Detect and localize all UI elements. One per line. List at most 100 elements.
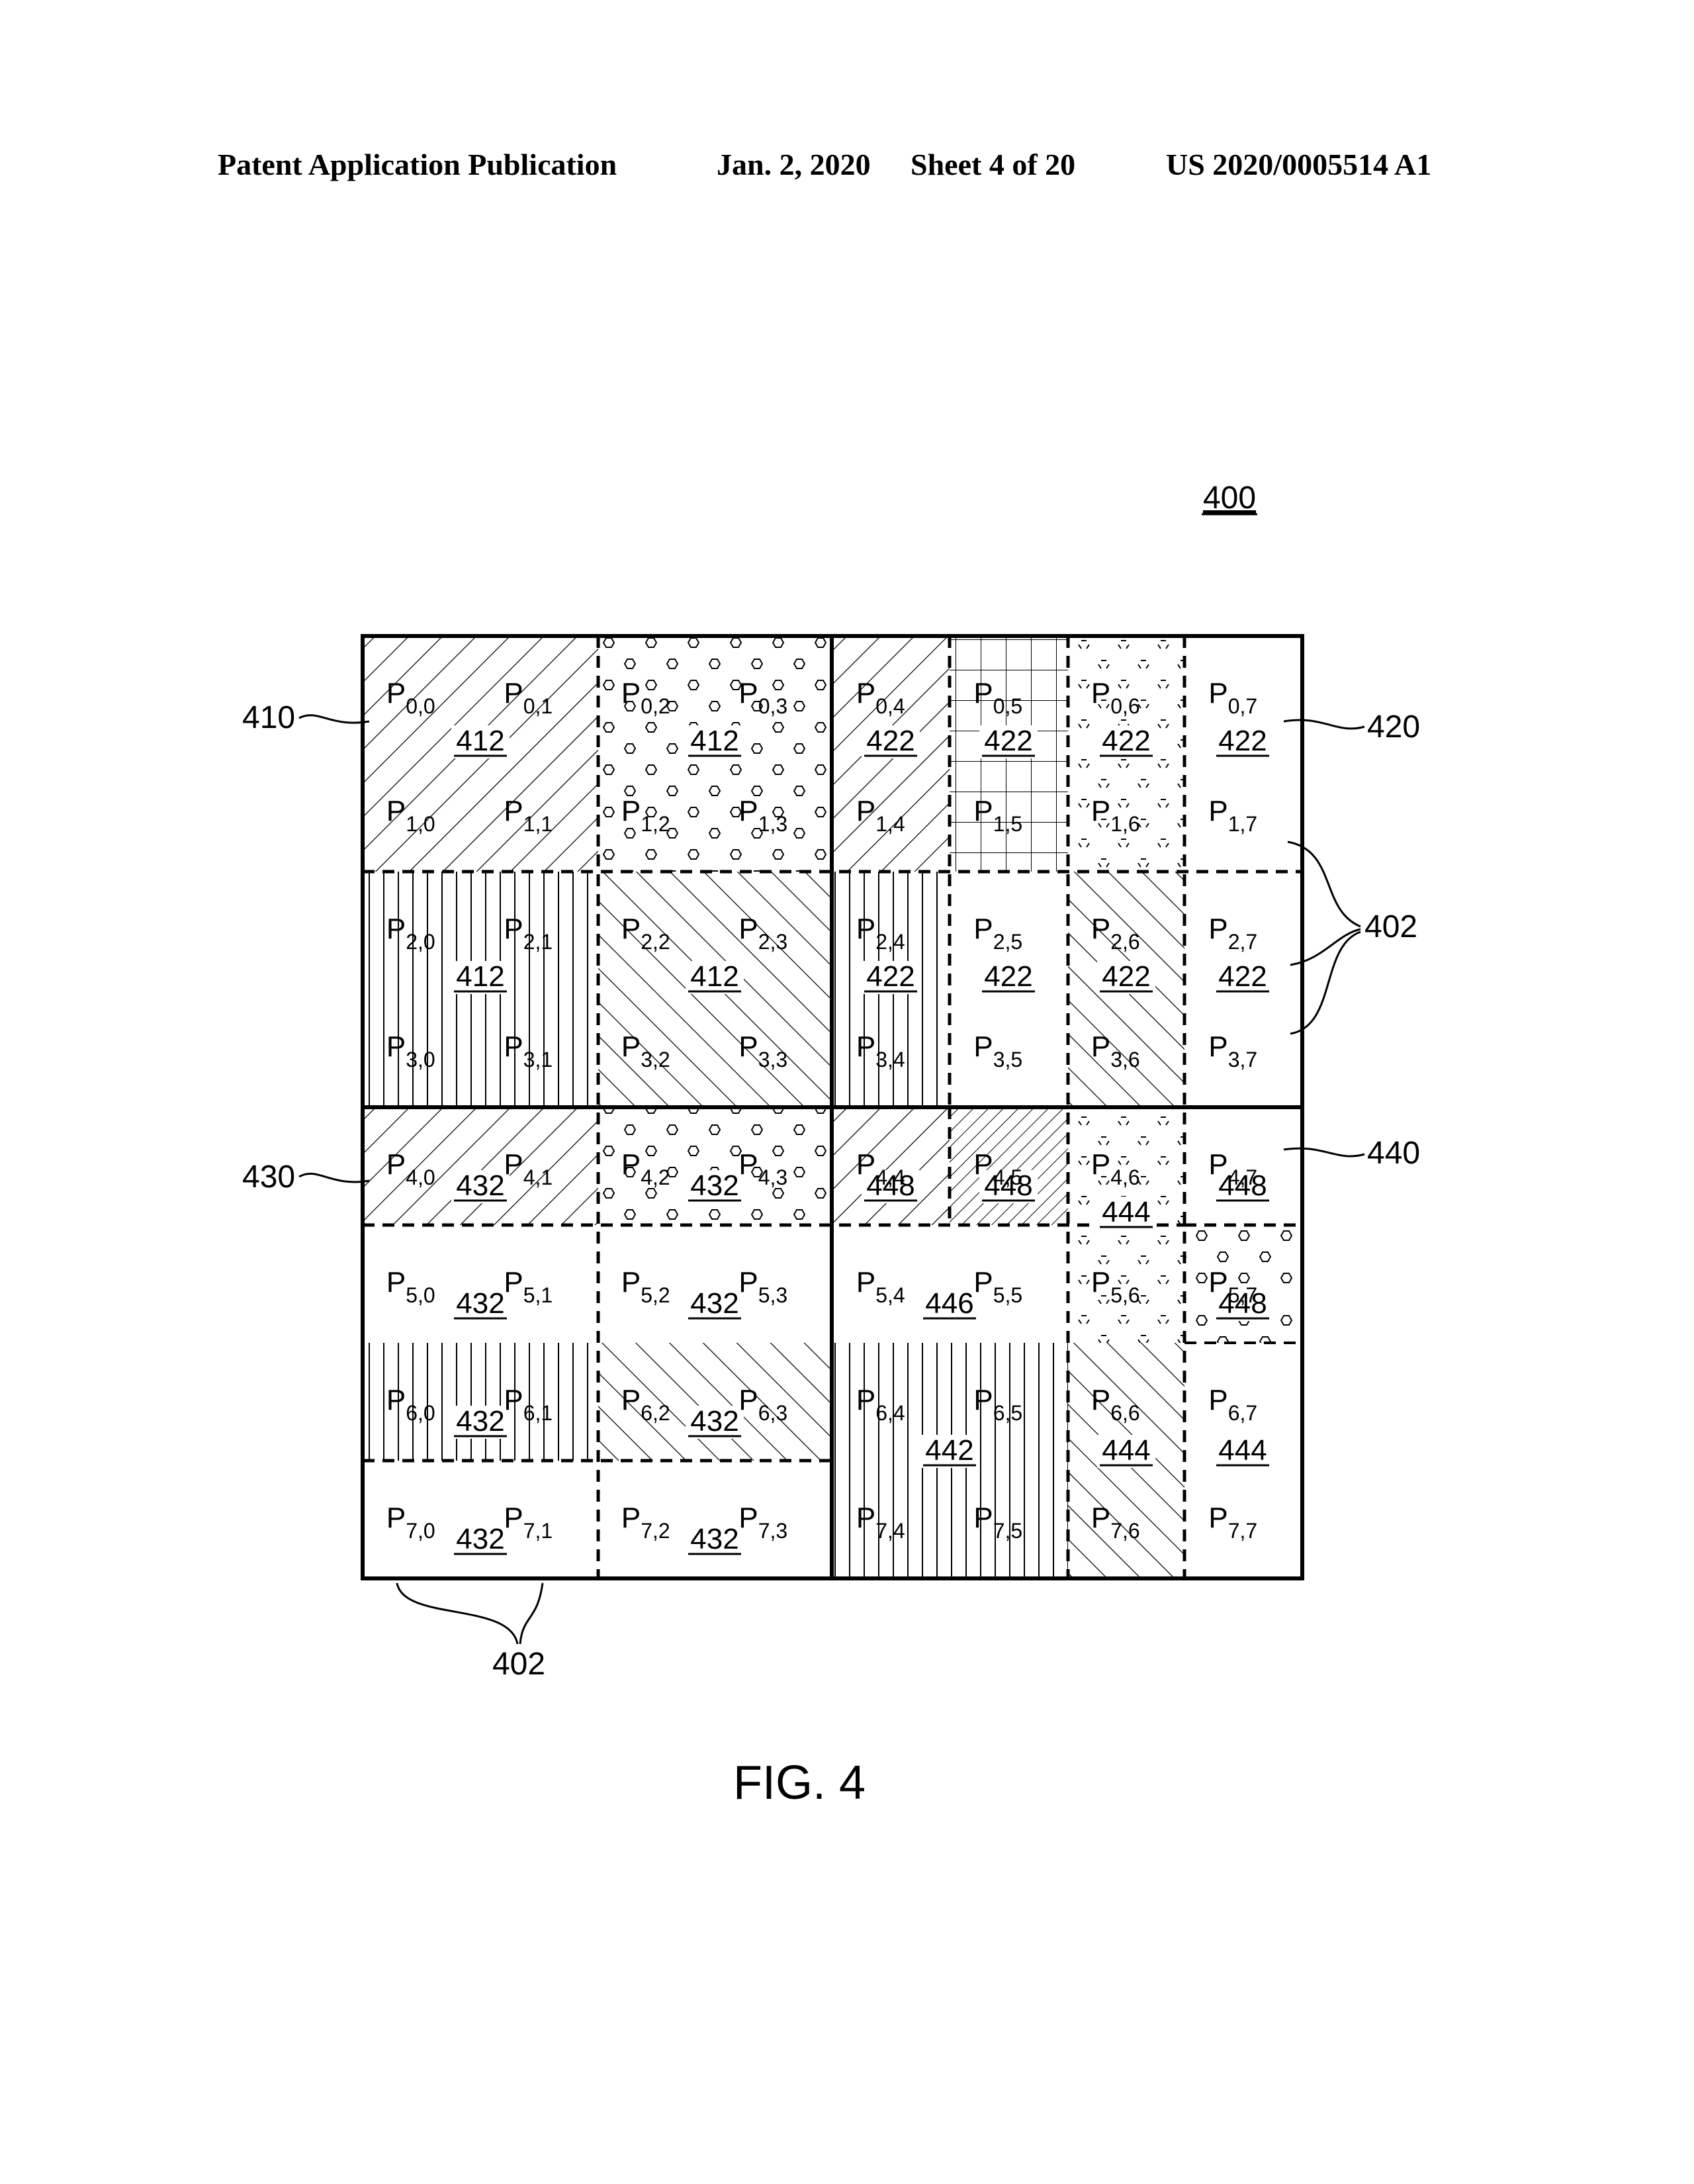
pixel-label-3-2: P3,2 <box>621 1030 670 1071</box>
pixel-label-2-6: P2,6 <box>1091 913 1140 954</box>
pixel-label-1-7: P1,7 <box>1208 795 1257 836</box>
leader-440 <box>1283 1147 1365 1158</box>
fill-432-d <box>598 1343 832 1461</box>
block-ref-448: 448 <box>984 1169 1032 1202</box>
block-ref-432: 432 <box>690 1169 738 1202</box>
pixel-label-0-2: P0,2 <box>621 677 670 718</box>
block-label-bg <box>862 725 920 758</box>
block-label-bg <box>1097 1197 1155 1230</box>
pixel-label-7-3: P7,3 <box>738 1502 787 1543</box>
pixel-label-1-1: P1,1 <box>504 795 553 836</box>
block-ref-422: 422 <box>984 960 1032 993</box>
pixel-label-2-2: P2,2 <box>621 913 670 954</box>
pixel-label-0-7: P0,7 <box>1208 677 1257 718</box>
fill-448-c <box>1184 1225 1302 1343</box>
pixel-label-0-4: P0,4 <box>856 677 905 718</box>
grid-outline <box>361 634 1304 1580</box>
pixel-label-4-6: P4,6 <box>1091 1148 1140 1189</box>
grid-lines <box>361 634 1304 1580</box>
pixel-label-7-7: P7,7 <box>1208 1502 1257 1543</box>
block-ref-422: 422 <box>1218 960 1267 993</box>
block-ref-432: 432 <box>456 1287 504 1320</box>
block-label-bg <box>1214 961 1272 994</box>
block-label-bg <box>979 725 1038 758</box>
pixel-label-4-0: P4,0 <box>386 1148 435 1189</box>
page-header: Patent Application Publication Jan. 2, 2… <box>0 147 1694 187</box>
block-ref-446: 446 <box>925 1287 973 1320</box>
pixel-label-5-7: P5,7 <box>1208 1266 1257 1307</box>
pixel-label-5-3: P5,3 <box>738 1266 787 1307</box>
pixel-label-7-0: P7,0 <box>386 1502 435 1543</box>
pixel-label-3-7: P3,7 <box>1208 1030 1257 1071</box>
block-label-bg <box>1214 725 1272 758</box>
pixel-label-7-4: P7,4 <box>856 1502 905 1543</box>
block-label-bg <box>451 725 510 758</box>
block-label-bg <box>686 1170 744 1203</box>
block-ref-442: 442 <box>925 1434 973 1467</box>
fill-432-c <box>363 1343 598 1461</box>
block-ref-412: 412 <box>690 725 738 757</box>
publication-date: Jan. 2, 2020 <box>717 148 871 181</box>
block-ref-444: 444 <box>1102 1434 1150 1467</box>
pixel-label-6-6: P6,6 <box>1091 1384 1140 1425</box>
block-ref-412: 412 <box>456 725 504 757</box>
block-ref-422: 422 <box>984 725 1032 757</box>
block-ref-432: 432 <box>456 1405 504 1437</box>
block-ref-432: 432 <box>456 1169 504 1202</box>
block-ref-448: 448 <box>1218 1287 1267 1320</box>
block-ref-448: 448 <box>866 1169 914 1202</box>
pixel-label-4-7: P4,7 <box>1208 1148 1257 1189</box>
leader-430 <box>298 1173 370 1183</box>
block-ref-422: 422 <box>866 725 914 757</box>
pixel-label-6-4: P6,4 <box>856 1384 905 1425</box>
ref-402-right: 402 <box>1364 909 1417 944</box>
pixel-label-5-2: P5,2 <box>621 1266 670 1307</box>
pixel-label-2-5: P2,5 <box>973 913 1022 954</box>
pixel-label-3-3: P3,3 <box>738 1030 787 1071</box>
block-ref-412: 412 <box>690 960 738 993</box>
reference-labels: 400 410 420 402 430 440 402 FIG. 4 <box>242 480 1420 1809</box>
pixel-label-3-0: P3,0 <box>386 1030 435 1071</box>
block-label-bg <box>451 1524 510 1557</box>
block-label-bg <box>451 961 510 994</box>
pixel-label-5-4: P5,4 <box>856 1266 905 1307</box>
pixel-label-0-5: P0,5 <box>973 677 1022 718</box>
block-label-bg <box>1214 1288 1272 1321</box>
pixel-label-6-5: P6,5 <box>973 1384 1022 1425</box>
block-ref-444: 444 <box>1102 1196 1150 1228</box>
block-label-bg <box>1097 1435 1155 1468</box>
fill-448-b <box>950 1107 1068 1225</box>
pixel-label-7-2: P7,2 <box>621 1502 670 1543</box>
block-ref-422: 422 <box>1218 725 1267 757</box>
pixel-label-7-1: P7,1 <box>504 1502 553 1543</box>
block-label-bg <box>1097 961 1155 994</box>
block-label-bg <box>451 1406 510 1439</box>
fill-432-b <box>598 1107 832 1225</box>
pixel-label-6-1: P6,1 <box>504 1384 553 1425</box>
pixel-label-5-1: P5,1 <box>504 1266 553 1307</box>
pixel-label-2-4: P2,4 <box>856 913 905 954</box>
pixel-label-1-3: P1,3 <box>738 795 787 836</box>
block-label-bg <box>1097 725 1155 758</box>
patent-number: US 2020/0005514 A1 <box>1166 148 1432 181</box>
leader-410 <box>298 714 370 724</box>
pixel-label-4-2: P4,2 <box>621 1148 670 1189</box>
sheet-number: Sheet 4 of 20 <box>911 148 1076 181</box>
ref-400: 400 <box>1203 480 1256 516</box>
block-label-bg <box>451 1170 510 1203</box>
pixel-label-1-2: P1,2 <box>621 795 670 836</box>
pixel-label-1-5: P1,5 <box>973 795 1022 836</box>
pixel-label-4-5: P4,5 <box>973 1148 1022 1189</box>
pixel-label-3-6: P3,6 <box>1091 1030 1140 1071</box>
leader-402-right <box>1287 841 1361 1035</box>
pixel-label-2-7: P2,7 <box>1208 913 1257 954</box>
pixel-label-6-2: P6,2 <box>621 1384 670 1425</box>
block-ref-432: 432 <box>690 1523 738 1555</box>
block-label-bg <box>686 1288 744 1321</box>
leader-420 <box>1283 719 1365 730</box>
block-label-bg <box>979 961 1038 994</box>
pixel-label-6-3: P6,3 <box>738 1384 787 1425</box>
pixel-label-3-5: P3,5 <box>973 1030 1022 1071</box>
pixel-label-5-6: P5,6 <box>1091 1266 1140 1307</box>
